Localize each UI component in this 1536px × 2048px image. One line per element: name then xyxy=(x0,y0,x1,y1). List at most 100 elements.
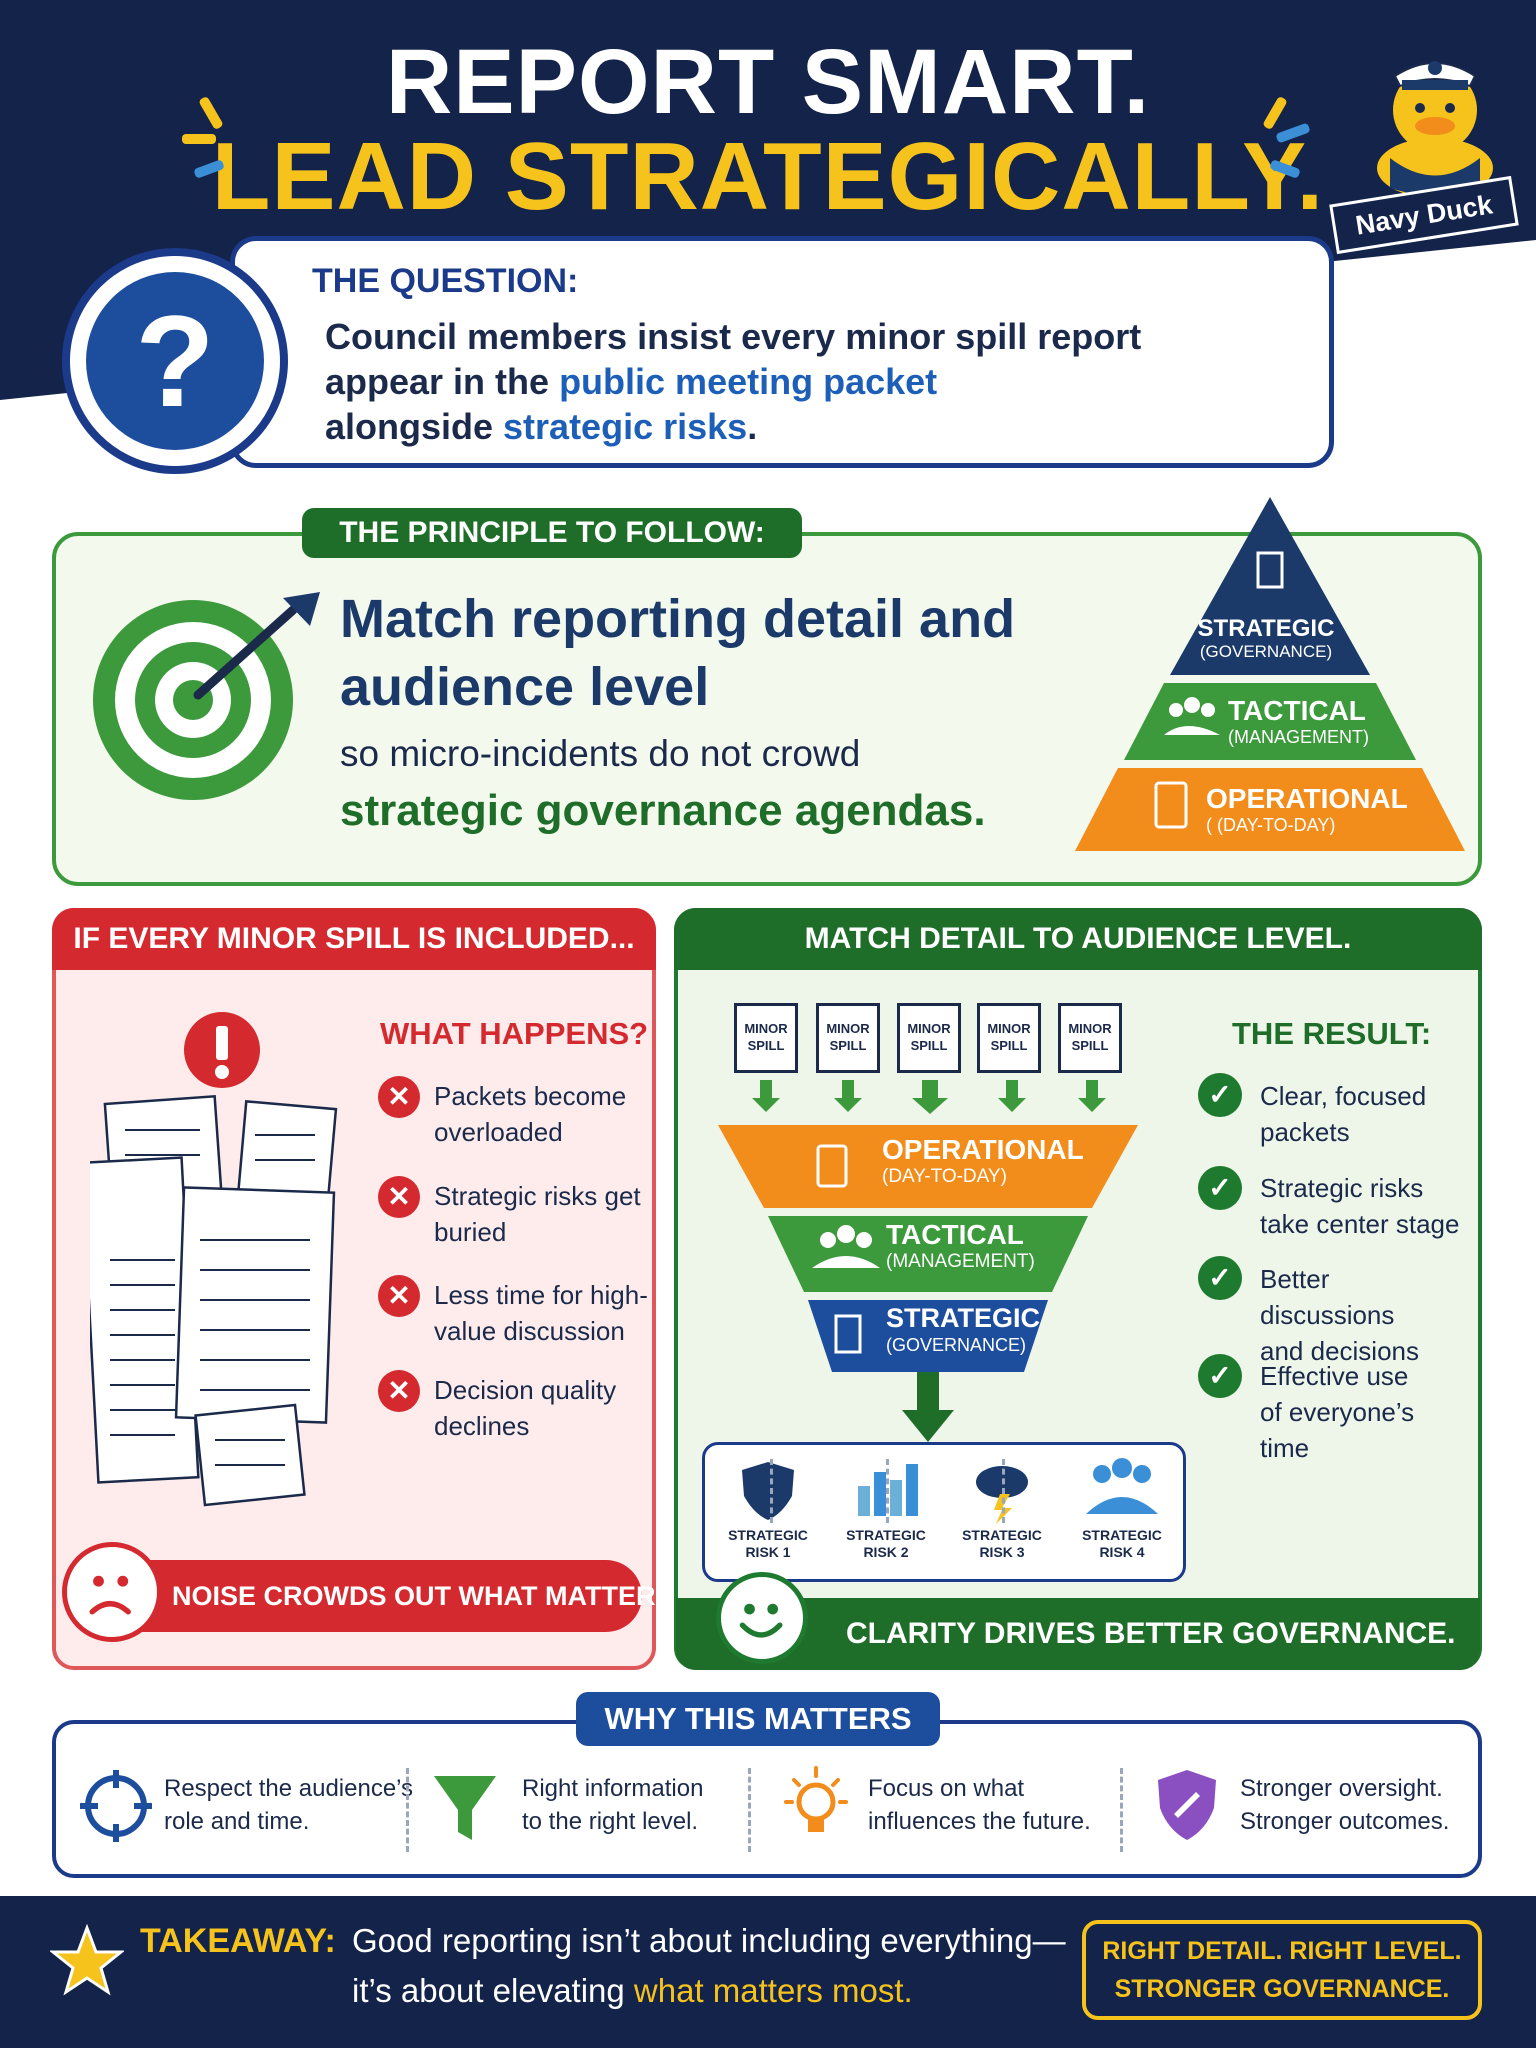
building-icon xyxy=(1256,551,1284,589)
minor-spill-card: MINOR SPILL xyxy=(977,1003,1041,1073)
takeaway-label: TAKEAWAY: xyxy=(140,1922,336,1960)
happy-face-icon xyxy=(716,1572,808,1664)
sad-face-icon xyxy=(62,1542,162,1642)
bar-chart-icon xyxy=(858,1464,918,1516)
arrow-down-icon xyxy=(902,1410,954,1442)
reporting-funnel xyxy=(718,1080,1138,1442)
star-icon xyxy=(50,1924,124,1996)
why-tag: WHY THIS MATTERS xyxy=(576,1692,940,1746)
risk-label: STRATEGIC RISK 1 xyxy=(728,1527,808,1560)
x-icon: ✕ xyxy=(378,1275,420,1317)
clipboard-icon xyxy=(1154,781,1188,829)
divider xyxy=(1120,1768,1123,1852)
problem-header: IF EVERY MINOR SPILL IS INCLUDED... xyxy=(52,908,656,970)
pyramid-tactical-label: TACTICAL xyxy=(1228,695,1366,726)
check-icon: ✓ xyxy=(1198,1073,1242,1117)
question-line-2: appear in the public meeting packet xyxy=(325,361,938,402)
question-card xyxy=(230,236,1334,468)
pyramid-operational-label: OPERATIONAL xyxy=(1206,783,1408,814)
building-icon xyxy=(834,1314,862,1354)
takeaway-box-text: RIGHT DETAIL. RIGHT LEVEL. STRONGER GOVE… xyxy=(1102,1937,1462,2003)
problem-footer-banner xyxy=(66,1560,642,1632)
pyramid-tactical-sub: (MANAGEMENT) xyxy=(1228,727,1369,747)
title-line-2: LEAD STRATEGICALLY. xyxy=(211,123,1325,230)
why-card xyxy=(52,1720,1482,1878)
paper-pile-icon xyxy=(90,1012,338,1507)
risk-label: STRATEGIC RISK 2 xyxy=(846,1527,926,1560)
funnel-tactical-label: TACTICAL xyxy=(886,1219,1024,1250)
risk-label: STRATEGIC RISK 3 xyxy=(962,1527,1042,1560)
question-text: Council members insist every minor spill… xyxy=(325,314,1185,449)
divider xyxy=(748,1768,751,1852)
question-line-1: Council members insist every minor spill… xyxy=(325,316,1142,357)
shield-icon xyxy=(742,1462,794,1520)
check-icon: ✓ xyxy=(1198,1354,1242,1398)
divider xyxy=(770,1459,773,1523)
solution-header: MATCH DETAIL TO AUDIENCE LEVEL. xyxy=(674,908,1482,970)
funnel-icon xyxy=(434,1776,496,1840)
takeaway-line-1: Good reporting isn’t about including eve… xyxy=(352,1922,1066,1959)
check-icon: ✓ xyxy=(1198,1256,1242,1300)
risk-label: STRATEGIC RISK 4 xyxy=(1082,1527,1162,1560)
principle-headline: Match reporting detail and audience leve… xyxy=(340,589,1016,717)
takeaway-line-2: it’s about elevating what matters most. xyxy=(352,1972,913,2009)
divider xyxy=(1002,1459,1005,1523)
lightbulb-icon xyxy=(784,1766,848,1832)
duck-mascot-icon xyxy=(1377,61,1493,198)
target-arrow-icon xyxy=(93,592,320,800)
result-title: THE RESULT: xyxy=(1232,1016,1432,1051)
team-icon xyxy=(1086,1458,1158,1514)
funnel-strategic-tier xyxy=(808,1300,1048,1372)
question-mark-icon: ? xyxy=(86,272,264,450)
funnel-operational-label: OPERATIONAL xyxy=(882,1134,1084,1165)
shield-icon xyxy=(1158,1770,1216,1840)
why-item-text: Stronger oversight.Stronger outcomes. xyxy=(1240,1775,1450,1835)
funnel-operational-sub: (DAY-TO-DAY) xyxy=(882,1166,1007,1187)
problem-footer-text: NOISE CROWDS OUT WHAT MATTERS. xyxy=(172,1581,681,1611)
funnel-strategic-label: STRATEGIC xyxy=(886,1303,1040,1333)
x-icon: ✕ xyxy=(378,1370,420,1412)
funnel-strategic-sub: (GOVERNANCE) xyxy=(886,1335,1027,1355)
minor-spill-card: MINOR SPILL xyxy=(1058,1003,1122,1073)
sparkle-icon xyxy=(182,134,216,144)
x-icon: ✕ xyxy=(378,1176,420,1218)
risk-icons xyxy=(742,1458,1158,1524)
solution-footer-text: CLARITY DRIVES BETTER GOVERNANCE. xyxy=(846,1617,1456,1650)
minor-spill-card: MINOR SPILL xyxy=(816,1003,880,1073)
clipboard-icon xyxy=(816,1144,848,1188)
funnel-tactical-sub: (MANAGEMENT) xyxy=(886,1251,1035,1272)
minor-spill-card: MINOR SPILL xyxy=(734,1003,798,1073)
x-icon: ✕ xyxy=(378,1076,420,1118)
takeaway-box xyxy=(1082,1920,1482,2020)
what-happens-title: WHAT HAPPENS? xyxy=(380,1016,649,1051)
principle-subtext: so micro-incidents do not crowd xyxy=(340,733,861,774)
question-label: THE QUESTION: xyxy=(312,262,579,300)
principle-emphasis: strategic governance agendas. xyxy=(340,786,986,835)
problem-item: Less time for high-value discussion xyxy=(434,1280,648,1346)
pyramid-strategic-sub: (GOVERNANCE) xyxy=(1199,642,1333,661)
pyramid-operational-sub: ( (DAY-TO-DAY) xyxy=(1206,815,1336,835)
target-icon xyxy=(80,1770,152,1842)
pyramid-strategic-label: STRATEGIC xyxy=(1197,615,1335,642)
divider xyxy=(406,1768,409,1852)
question-line-3: alongside strategic risks. xyxy=(325,406,758,447)
principle-tag: THE PRINCIPLE TO FOLLOW: xyxy=(302,508,802,558)
solution-footer-banner xyxy=(676,1598,1480,1670)
divider xyxy=(886,1459,889,1523)
check-icon: ✓ xyxy=(1198,1166,1242,1210)
title-line-1: REPORT SMART. xyxy=(385,31,1151,133)
team-icon xyxy=(812,1225,880,1268)
minor-spill-card: MINOR SPILL xyxy=(897,1003,961,1073)
audience-pyramid xyxy=(1075,497,1465,851)
pyramid-operational-tier xyxy=(1075,768,1465,851)
